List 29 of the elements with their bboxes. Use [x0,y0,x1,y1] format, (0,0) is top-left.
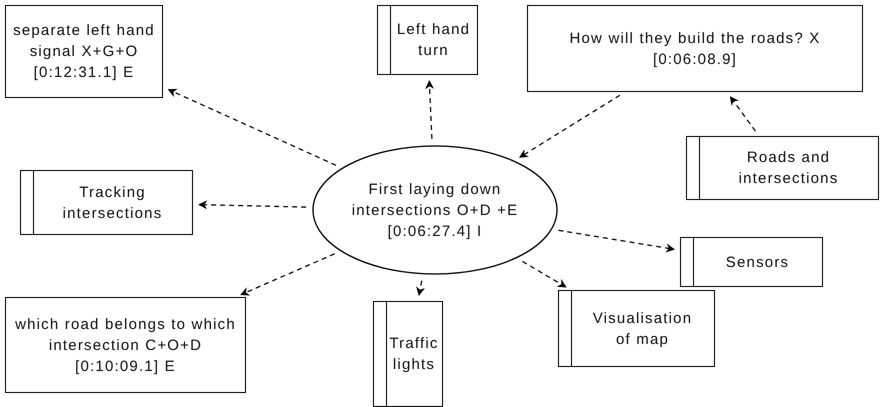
note-box [5,5,163,98]
note-box [527,5,863,92]
topic-box [20,170,193,235]
node-text: Roads and intersections [738,148,840,189]
topic-box [680,237,823,287]
node-text: Left hand turn [396,20,472,61]
topic-box [558,290,715,367]
arrow [198,200,306,210]
node-text: Visualisation of map [592,308,694,350]
arrow [558,230,675,252]
arrow [425,80,434,140]
arrow [730,96,756,132]
arrow [416,280,425,296]
node-text: Traffic lights [389,334,439,375]
arrow [240,253,335,296]
node-text: Tracking intersections [62,182,164,224]
node-text: First laying down intersections O+D +E [0:06:27.4] I [350,180,520,242]
arrow [168,88,336,166]
arrow [519,94,620,158]
node-text: How will they build the roads? X [0:06:08.9] [568,28,822,70]
topic-box [373,301,443,407]
topic-box [377,5,478,75]
node-text: Sensors [726,252,790,272]
note-box [5,297,246,393]
node-text: which road belongs to which intersection C+O+D [0:10:09.1] E [14,314,237,376]
topic-box [686,136,879,200]
node-text: separate left hand signal X+G+O [0:12:31.1] E [12,21,156,83]
topic-ellipse [312,145,558,275]
arrow [522,260,567,288]
